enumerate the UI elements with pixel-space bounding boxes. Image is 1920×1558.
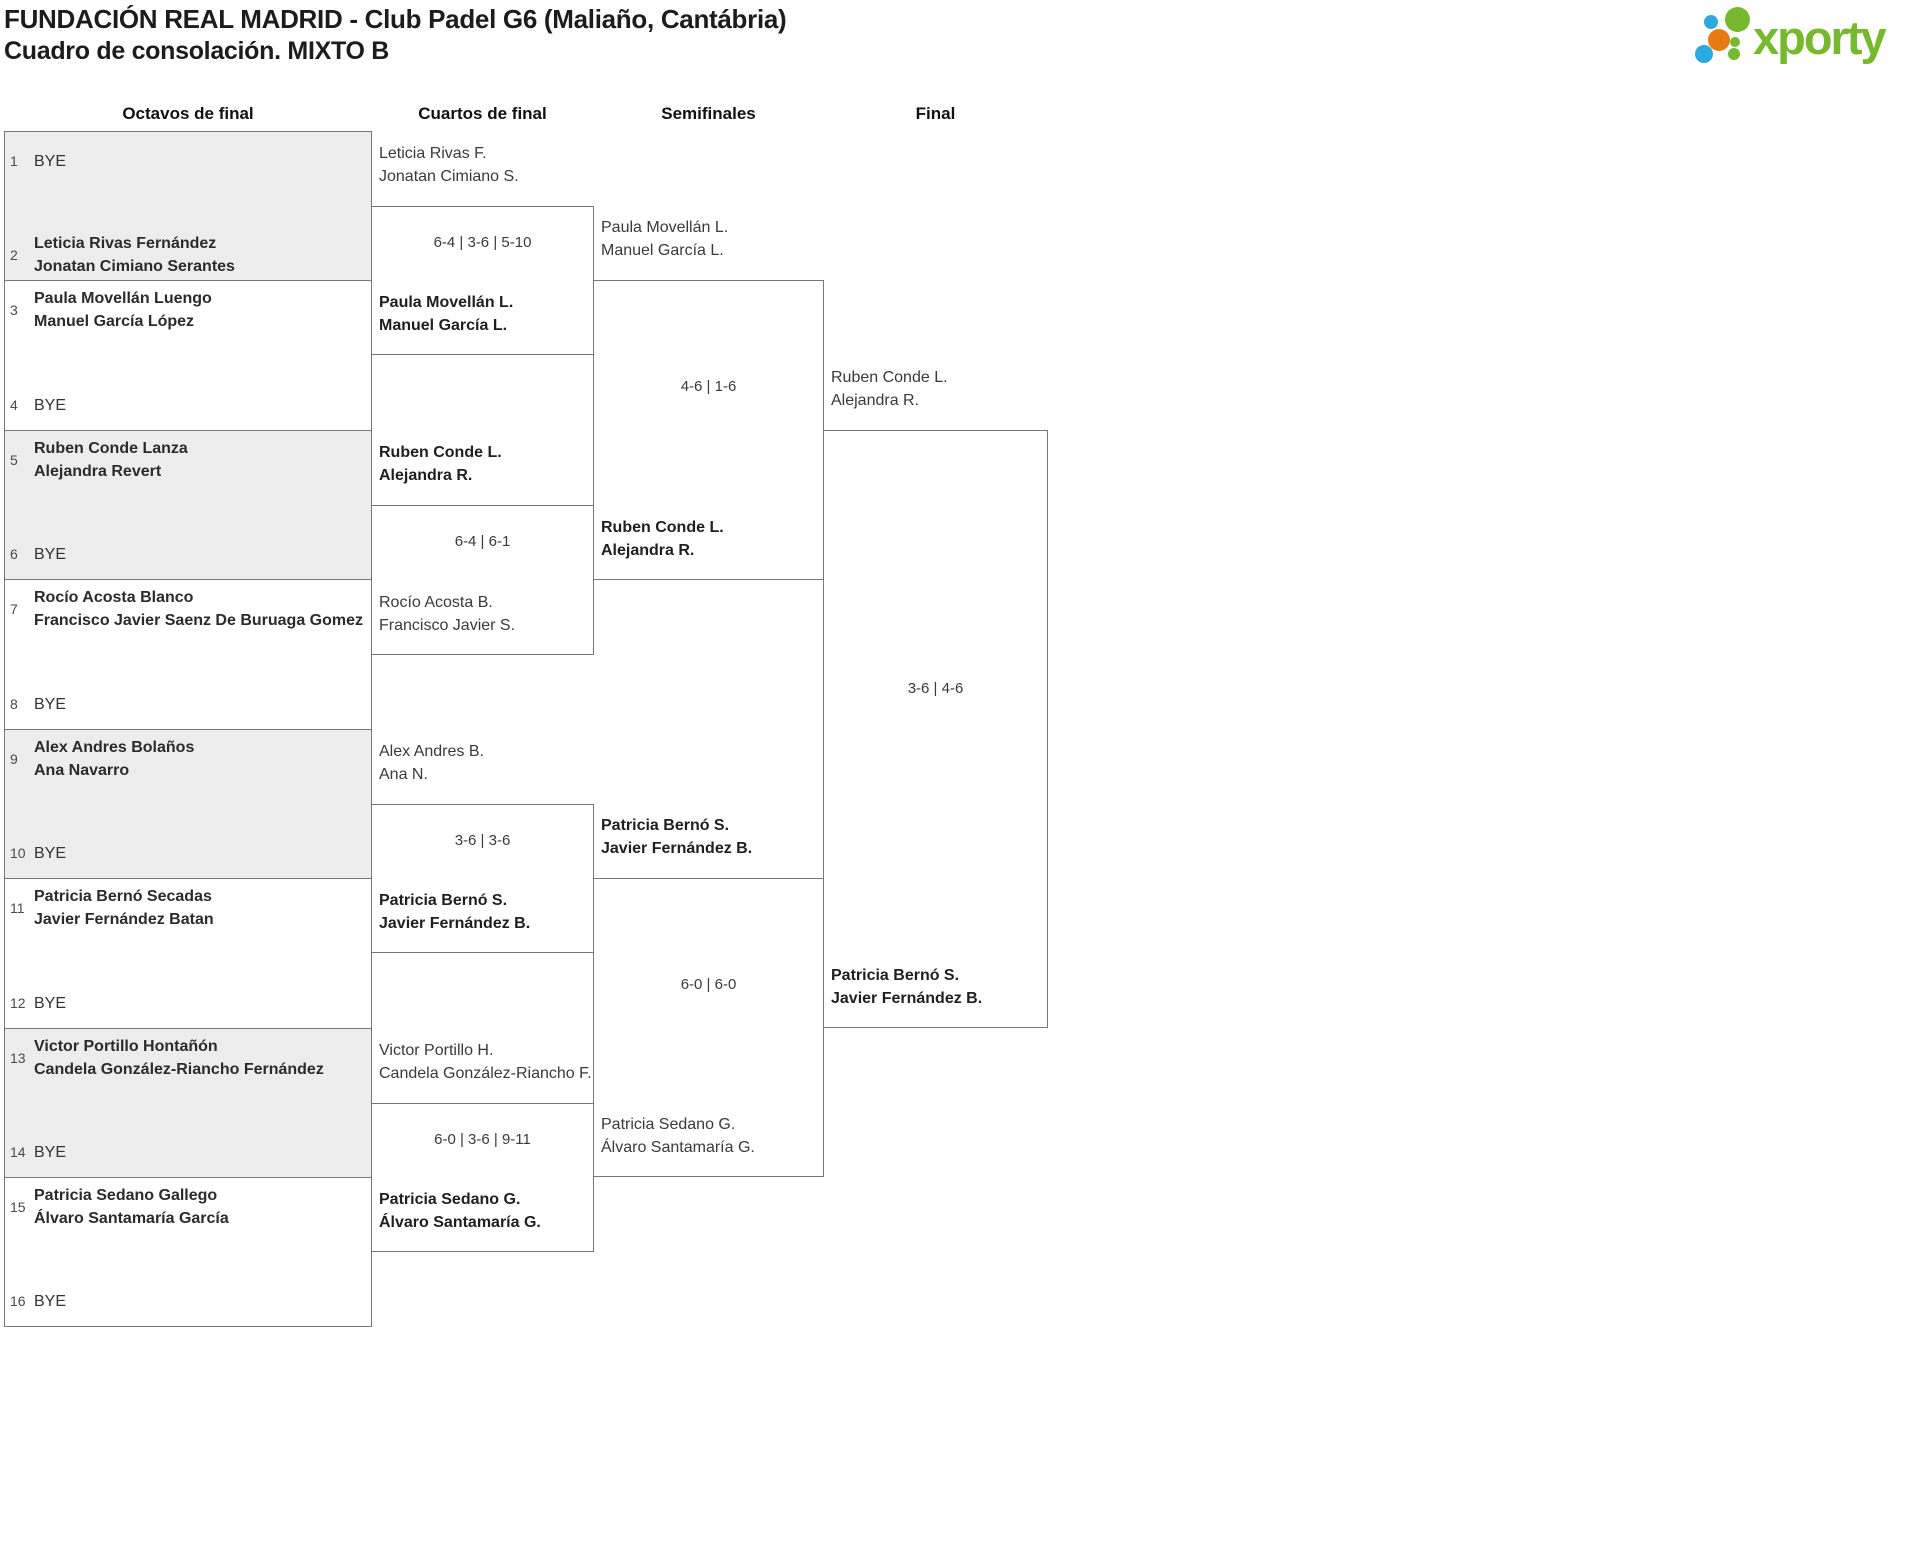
final-team-bottom[interactable]: Patricia Bernó S. Javier Fernández B.: [831, 967, 983, 1007]
r1-slot-16: 16 BYE: [4, 1277, 372, 1325]
qf4-team-top[interactable]: Victor Portillo H. Candela González-Rian…: [379, 1042, 592, 1082]
seed-number: 1: [10, 153, 18, 169]
team-entry: BYE: [34, 1143, 67, 1161]
team-entry[interactable]: Paula Movellán Luengo Manuel García Lópe…: [34, 290, 212, 330]
seed-number: 9: [10, 751, 18, 767]
qf3-team-top[interactable]: Alex Andres B. Ana N.: [379, 743, 484, 783]
team-entry[interactable]: Rocío Acosta Blanco Francisco Javier Sae…: [34, 589, 364, 629]
r1-box-11-12: [4, 878, 372, 1029]
r1-slot-2[interactable]: 2 Leticia Rivas Fernández Jonatan Cimian…: [4, 231, 372, 279]
seed-number: 15: [10, 1199, 26, 1215]
team-entry[interactable]: Leticia Rivas Fernández Jonatan Cimiano …: [34, 235, 235, 275]
team-entry[interactable]: Patricia Bernó Secadas Javier Fernández …: [34, 888, 214, 928]
seed-number: 2: [10, 247, 18, 263]
r1-slot-3[interactable]: 3 Paula Movellán Luengo Manuel García Ló…: [4, 286, 372, 334]
qf4-score: 6-0 | 3-6 | 9-11: [434, 1131, 531, 1148]
team-entry: BYE: [34, 1292, 67, 1310]
page-title: FUNDACIÓN REAL MADRID - Club Padel G6 (M…: [4, 4, 787, 34]
r1-slot-12: 12 BYE: [4, 979, 372, 1027]
sf1-team-bottom[interactable]: Ruben Conde L. Alejandra R.: [601, 519, 724, 559]
match-box-final: [823, 430, 1048, 1028]
logo-dot-orange-icon: [1708, 29, 1730, 51]
team-entry[interactable]: Victor Portillo Hontañón Candela Gonzále…: [34, 1038, 324, 1078]
qf4-team-bottom[interactable]: Patricia Sedano G. Álvaro Santamaría G.: [379, 1191, 541, 1231]
sf1-score: 4-6 | 1-6: [680, 378, 737, 395]
r1-slot-13[interactable]: 13 Victor Portillo Hontañón Candela Gonz…: [4, 1034, 372, 1082]
match-box-qf4: [371, 1103, 594, 1252]
logo-dot-green-small-icon: [1728, 48, 1740, 60]
team-entry: BYE: [34, 545, 67, 563]
qf2-team-bottom[interactable]: Rocío Acosta B. Francisco Javier S.: [379, 594, 516, 634]
round-header-cuartos: Cuartos de final: [418, 104, 547, 123]
logo-dot-green-tiny-icon: [1730, 37, 1740, 47]
logo-dot-blue-small-icon: [1704, 15, 1718, 29]
r1-box-3-4: [4, 280, 372, 431]
team-entry: BYE: [34, 994, 67, 1012]
r1-slot-8: 8 BYE: [4, 680, 372, 728]
r1-slot-1: 1 BYE: [4, 137, 372, 185]
r1-box-13-14: [4, 1028, 372, 1178]
r1-box-5-6: [4, 430, 372, 580]
qf3-team-bottom[interactable]: Patricia Bernó S. Javier Fernández B.: [379, 892, 531, 932]
seed-number: 10: [10, 845, 26, 861]
seed-number: 5: [10, 452, 18, 468]
seed-number: 14: [10, 1144, 26, 1160]
r1-slot-7[interactable]: 7 Rocío Acosta Blanco Francisco Javier S…: [4, 585, 372, 633]
r1-slot-10: 10 BYE: [4, 829, 372, 877]
seed-number: 11: [10, 900, 25, 916]
team-entry[interactable]: Ruben Conde Lanza Alejandra Revert: [34, 440, 188, 480]
r1-box-15-16: [4, 1177, 372, 1327]
r1-slot-5[interactable]: 5 Ruben Conde Lanza Alejandra Revert: [4, 436, 372, 484]
r1-slot-6: 6 BYE: [4, 530, 372, 578]
seed-number: 8: [10, 696, 18, 712]
final-team-top[interactable]: Ruben Conde L. Alejandra R.: [831, 369, 948, 409]
r1-slot-4: 4 BYE: [4, 381, 372, 429]
r1-box-7-8: [4, 579, 372, 730]
logo-wordmark[interactable]: xporty: [1753, 11, 1887, 64]
sf1-team-top[interactable]: Paula Movellán L. Manuel García L.: [601, 219, 729, 259]
seed-number: 7: [10, 601, 18, 617]
final-score: 3-6 | 4-6: [907, 680, 964, 697]
qf1-score: 6-4 | 3-6 | 5-10: [433, 234, 532, 251]
team-entry: BYE: [34, 152, 67, 170]
page-subtitle: Cuadro de consolación. MIXTO B: [4, 37, 390, 65]
r1-slot-15[interactable]: 15 Patricia Sedano Gallego Álvaro Santam…: [4, 1183, 372, 1231]
qf3-score: 3-6 | 3-6: [454, 832, 511, 849]
qf2-team-top[interactable]: Ruben Conde L. Alejandra R.: [379, 444, 502, 484]
seed-number: 12: [10, 995, 26, 1011]
logo-dot-green-big-icon: [1725, 7, 1750, 32]
r1-box-9-10: [4, 729, 372, 879]
r1-slot-11[interactable]: 11 Patricia Bernó Secadas Javier Fernánd…: [4, 884, 372, 932]
round-header-final: Final: [915, 104, 956, 123]
round-header-semifinales: Semifinales: [661, 104, 756, 123]
qf1-team-bottom[interactable]: Paula Movellán L. Manuel García L.: [379, 294, 514, 334]
r1-box-1-2: [4, 131, 372, 281]
logo-dot-blue-medium-icon: [1695, 45, 1713, 63]
round-header-octavos: Octavos de final: [122, 104, 254, 123]
qf1-team-top[interactable]: Leticia Rivas F. Jonatan Cimiano S.: [379, 145, 519, 185]
qf2-score: 6-4 | 6-1: [454, 533, 511, 550]
team-entry[interactable]: Alex Andres Bolaños Ana Navarro: [34, 739, 195, 779]
seed-number: 16: [10, 1293, 26, 1309]
team-entry: BYE: [34, 396, 67, 414]
r1-slot-9[interactable]: 9 Alex Andres Bolaños Ana Navarro: [4, 735, 372, 783]
seed-number: 6: [10, 546, 18, 562]
seed-number: 4: [10, 397, 18, 413]
team-entry: BYE: [34, 695, 67, 713]
r1-slot-14: 14 BYE: [4, 1128, 372, 1176]
seed-number: 3: [10, 302, 18, 318]
team-entry[interactable]: Patricia Sedano Gallego Álvaro Santamarí…: [34, 1187, 229, 1227]
team-entry: BYE: [34, 844, 67, 862]
sf2-team-bottom[interactable]: Patricia Sedano G. Álvaro Santamaría G.: [601, 1116, 755, 1156]
seed-number: 13: [10, 1050, 26, 1066]
sf2-team-top[interactable]: Patricia Bernó S. Javier Fernández B.: [601, 817, 753, 857]
sf2-score: 6-0 | 6-0: [680, 976, 737, 993]
match-box-qf2: [371, 505, 594, 655]
